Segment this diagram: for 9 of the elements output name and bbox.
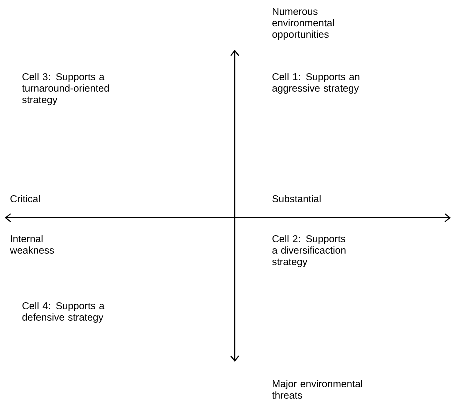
axis-label: Internal weakness (10, 235, 54, 254)
axis-label: Cell 3: Supports a turnaround-oriented strategy (22, 73, 110, 106)
axis-label: Substantial (272, 195, 321, 202)
axis-label: Critical (10, 195, 40, 202)
axis-label: Cell 1: Supports an aggressive strategy (272, 73, 360, 94)
axis-label: Cell 4: Supports a defensive strategy (22, 302, 105, 323)
axis-label: Numerous environmental opportunities (272, 8, 334, 40)
axis-label: Cell 2: Supports a diversificaction strategy (272, 235, 346, 268)
axis-label: Major environmental threats (272, 380, 362, 399)
